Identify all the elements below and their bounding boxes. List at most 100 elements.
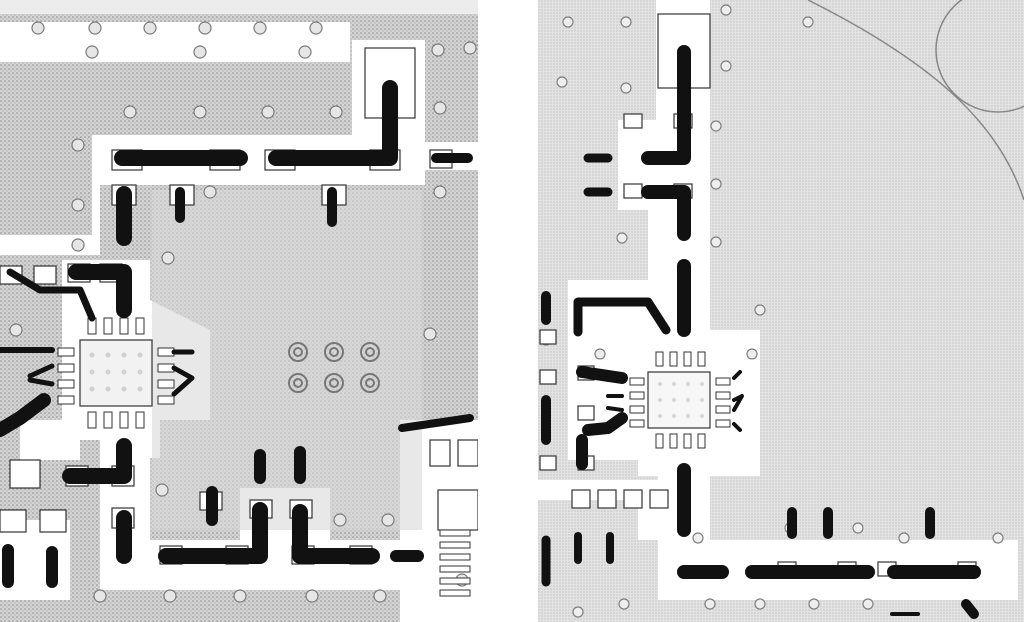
via	[261, 105, 275, 119]
ic-dot	[699, 413, 705, 419]
via	[754, 304, 766, 316]
pcb-layout-left-svg	[0, 0, 478, 622]
ic-pin	[697, 433, 706, 449]
trace	[6, 268, 96, 322]
ic-pin	[103, 317, 113, 335]
component-pad	[457, 439, 478, 467]
component-pad	[9, 459, 41, 489]
ic-pin	[57, 363, 75, 373]
ic-pins	[629, 351, 731, 449]
via	[808, 598, 820, 610]
ic-dot	[121, 386, 127, 392]
via	[720, 4, 732, 16]
ic-pin	[669, 351, 678, 367]
via	[85, 45, 99, 59]
connector-pin	[439, 577, 471, 585]
connector-pin	[439, 589, 471, 597]
ic-pin	[157, 395, 175, 405]
via	[253, 21, 267, 35]
via	[862, 598, 874, 610]
ic-pin	[715, 377, 731, 386]
ic-pin	[629, 405, 645, 414]
trace	[171, 365, 195, 397]
via	[193, 105, 207, 119]
via	[572, 606, 584, 618]
ic-dot	[671, 397, 677, 403]
via	[329, 105, 343, 119]
trace	[576, 366, 628, 384]
ic-pin	[715, 405, 731, 414]
via	[193, 45, 207, 59]
via	[704, 598, 716, 610]
thermal-via-array	[288, 342, 380, 393]
via	[710, 236, 722, 248]
connector-pins	[439, 529, 471, 597]
qfn-ic	[629, 351, 731, 449]
ic-pin	[629, 391, 645, 400]
ic-center-dots	[89, 352, 143, 392]
component-pad	[33, 265, 57, 285]
arc-circle	[935, 0, 1024, 113]
trace	[27, 377, 55, 387]
component-pad	[539, 329, 557, 345]
trace	[641, 45, 691, 165]
via	[802, 16, 814, 28]
via	[9, 323, 23, 337]
thermal-via-inner	[293, 347, 303, 357]
ic-dot	[89, 386, 95, 392]
ic-dot	[89, 352, 95, 358]
component-pad	[437, 489, 478, 531]
ic-pin	[57, 379, 75, 389]
ic-dot	[105, 369, 111, 375]
via	[71, 198, 85, 212]
trace	[292, 504, 380, 564]
via	[233, 589, 247, 603]
ic-dot	[105, 352, 111, 358]
component-pad	[571, 489, 591, 509]
via	[433, 101, 447, 115]
thermal-via-inner	[329, 347, 339, 357]
ic-pin	[655, 433, 664, 449]
component-pad	[649, 489, 669, 509]
trace	[0, 393, 51, 437]
connector-pin	[439, 541, 471, 549]
trace	[158, 502, 268, 564]
ic-pin	[103, 411, 113, 429]
ic-pin	[669, 433, 678, 449]
trace	[961, 599, 979, 619]
ic-dot	[671, 381, 677, 387]
via	[333, 513, 347, 527]
component-pad	[0, 509, 27, 533]
top-strip	[0, 0, 478, 14]
via	[616, 232, 628, 244]
arc-outline	[807, 0, 1024, 201]
ic-dot	[121, 369, 127, 375]
trace	[732, 370, 742, 380]
thermal-via	[324, 373, 344, 393]
ic-pin	[119, 317, 129, 335]
thermal-via	[324, 342, 344, 362]
trace	[62, 438, 132, 484]
trace	[398, 414, 474, 432]
via	[71, 138, 85, 152]
connector-pin	[439, 553, 471, 561]
ic-pin	[655, 351, 664, 367]
traces	[541, 45, 981, 619]
thermal-via-inner	[365, 347, 375, 357]
via	[852, 522, 864, 534]
via	[155, 483, 169, 497]
via	[620, 16, 632, 28]
via	[309, 21, 323, 35]
thermal-via-inner	[365, 378, 375, 388]
ic-dot	[89, 369, 95, 375]
ic-dot	[699, 381, 705, 387]
via	[556, 76, 568, 88]
trace	[641, 185, 691, 241]
via	[161, 251, 175, 265]
ic-pin	[87, 411, 97, 429]
pcb-layout-left-panel	[0, 0, 478, 622]
via	[298, 45, 312, 59]
thermal-via	[288, 373, 308, 393]
thermal-via-inner	[293, 378, 303, 388]
via	[746, 348, 758, 360]
